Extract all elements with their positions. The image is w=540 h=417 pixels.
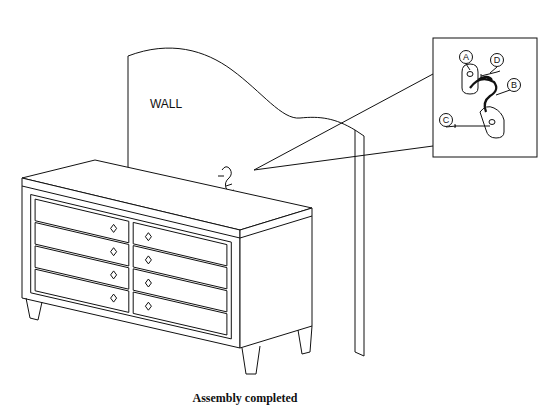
dresser [22, 160, 312, 374]
leg [26, 298, 312, 374]
drawer-front [133, 269, 227, 312]
callout-letter: D [494, 56, 501, 65]
drawer-front [35, 246, 129, 289]
callout-circle: B [507, 78, 521, 92]
drawer-knob [145, 279, 151, 287]
wall-label: WALL [150, 97, 182, 111]
drawer-knob [145, 233, 151, 241]
drawer-frame [31, 195, 232, 339]
callout-letter: B [511, 81, 517, 90]
detail-inset [433, 38, 537, 157]
leader-line [446, 64, 510, 127]
dresser-side [240, 208, 312, 348]
drawer-knob [145, 256, 151, 264]
drawer-knob [111, 248, 117, 256]
callout-letter: C [443, 116, 450, 125]
bracket-part [462, 64, 478, 94]
drawer-knob [111, 271, 117, 279]
drawer-front [133, 246, 227, 289]
drawer-knob [111, 294, 117, 302]
leader-line [254, 74, 433, 170]
callout-letter: A [463, 53, 469, 62]
callout-circle: C [439, 113, 453, 127]
drawer-front [133, 222, 227, 266]
bracket-hole [489, 120, 495, 125]
drawer-knob [145, 302, 151, 310]
bracket-hole [467, 72, 473, 77]
drawer-front [35, 199, 129, 243]
callout-circle: A [459, 50, 473, 64]
drawer-front [35, 269, 129, 312]
drawer-front [35, 223, 129, 267]
bracket-part [480, 107, 504, 138]
cable-wire [470, 77, 496, 112]
screw [455, 124, 490, 128]
drawer-knob [111, 224, 117, 232]
caption: Assembly completed [193, 391, 298, 406]
dresser-front [22, 178, 240, 348]
drawer-front [133, 292, 227, 335]
callout-circle: D [490, 53, 504, 67]
